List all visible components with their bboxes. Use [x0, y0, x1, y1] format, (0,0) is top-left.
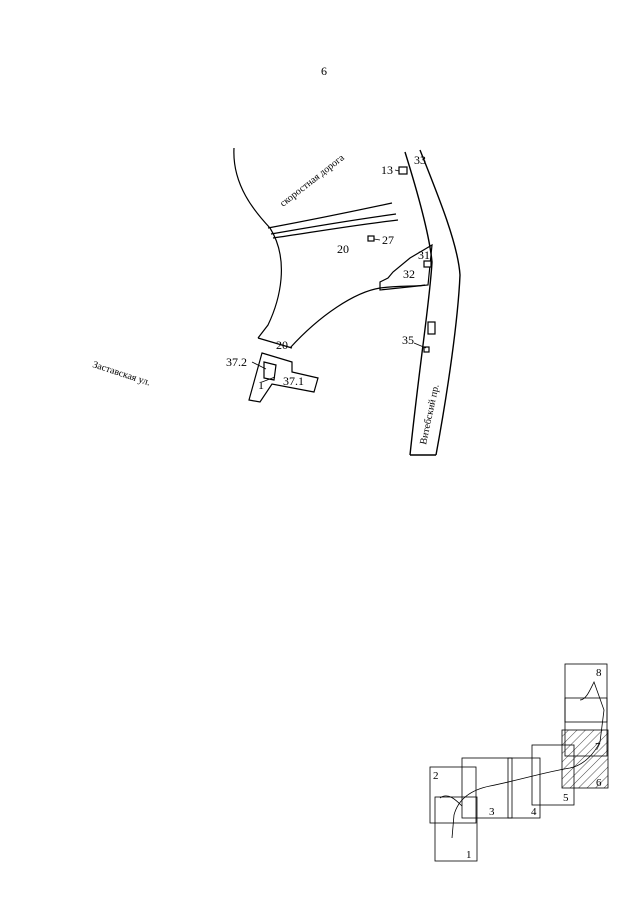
building-32-small	[427, 321, 436, 335]
zastavskaya-street-label: Заставская ул.	[91, 359, 152, 388]
sheet-number-6: 6	[596, 777, 602, 789]
sheet-number-5: 5	[563, 792, 569, 804]
label-13: 13	[381, 163, 393, 177]
sheet-number-8: 8	[596, 667, 602, 679]
index-sheet-numbers: 1 2 3 4 5 6 7 8	[433, 667, 602, 861]
vitebsky-avenue-label: Витебский пр.	[418, 383, 442, 445]
index-sheet-3	[461, 757, 513, 819]
sheet-number-4: 4	[531, 806, 537, 818]
index-map	[429, 663, 609, 862]
highway-label: скоростная дорога	[278, 152, 347, 209]
sheet-number-3: 3	[489, 806, 495, 818]
sheet-number-2: 2	[433, 770, 439, 782]
label-37-1: 37.1	[283, 374, 304, 388]
label-32: 32	[403, 267, 415, 281]
building-35	[423, 346, 430, 353]
building-footprints	[248, 166, 436, 403]
label-20a: 20	[337, 242, 349, 256]
label-37-2: 37.2	[226, 355, 247, 369]
sheet-number-7: 7	[595, 741, 601, 753]
label-20b: 20	[276, 338, 288, 352]
building-37	[248, 352, 319, 403]
leader-lines	[251, 169, 427, 383]
vitebsky-avenue	[404, 149, 461, 456]
index-sheet-4	[507, 757, 541, 819]
label-31: 31	[418, 248, 430, 262]
building-13	[398, 166, 408, 175]
index-sheet-1	[434, 796, 478, 862]
index-route	[451, 680, 605, 839]
label-27: 27	[382, 233, 394, 247]
index-sheet-7	[564, 697, 608, 757]
label-1: 1	[258, 378, 264, 392]
sheet-number-1: 1	[466, 849, 472, 861]
label-33: 33	[414, 153, 426, 167]
plot-32	[379, 243, 433, 291]
building-27	[367, 235, 375, 242]
index-sheet-8	[564, 663, 608, 723]
building-31	[423, 260, 432, 268]
building-37-inner	[263, 361, 277, 381]
plot-boundary	[233, 147, 426, 349]
plot-numbers: 13 33 27 20 31 32 35 20 37.2 37.1 1	[226, 153, 430, 392]
page-number: 6	[321, 64, 327, 78]
label-35: 35	[402, 333, 414, 347]
